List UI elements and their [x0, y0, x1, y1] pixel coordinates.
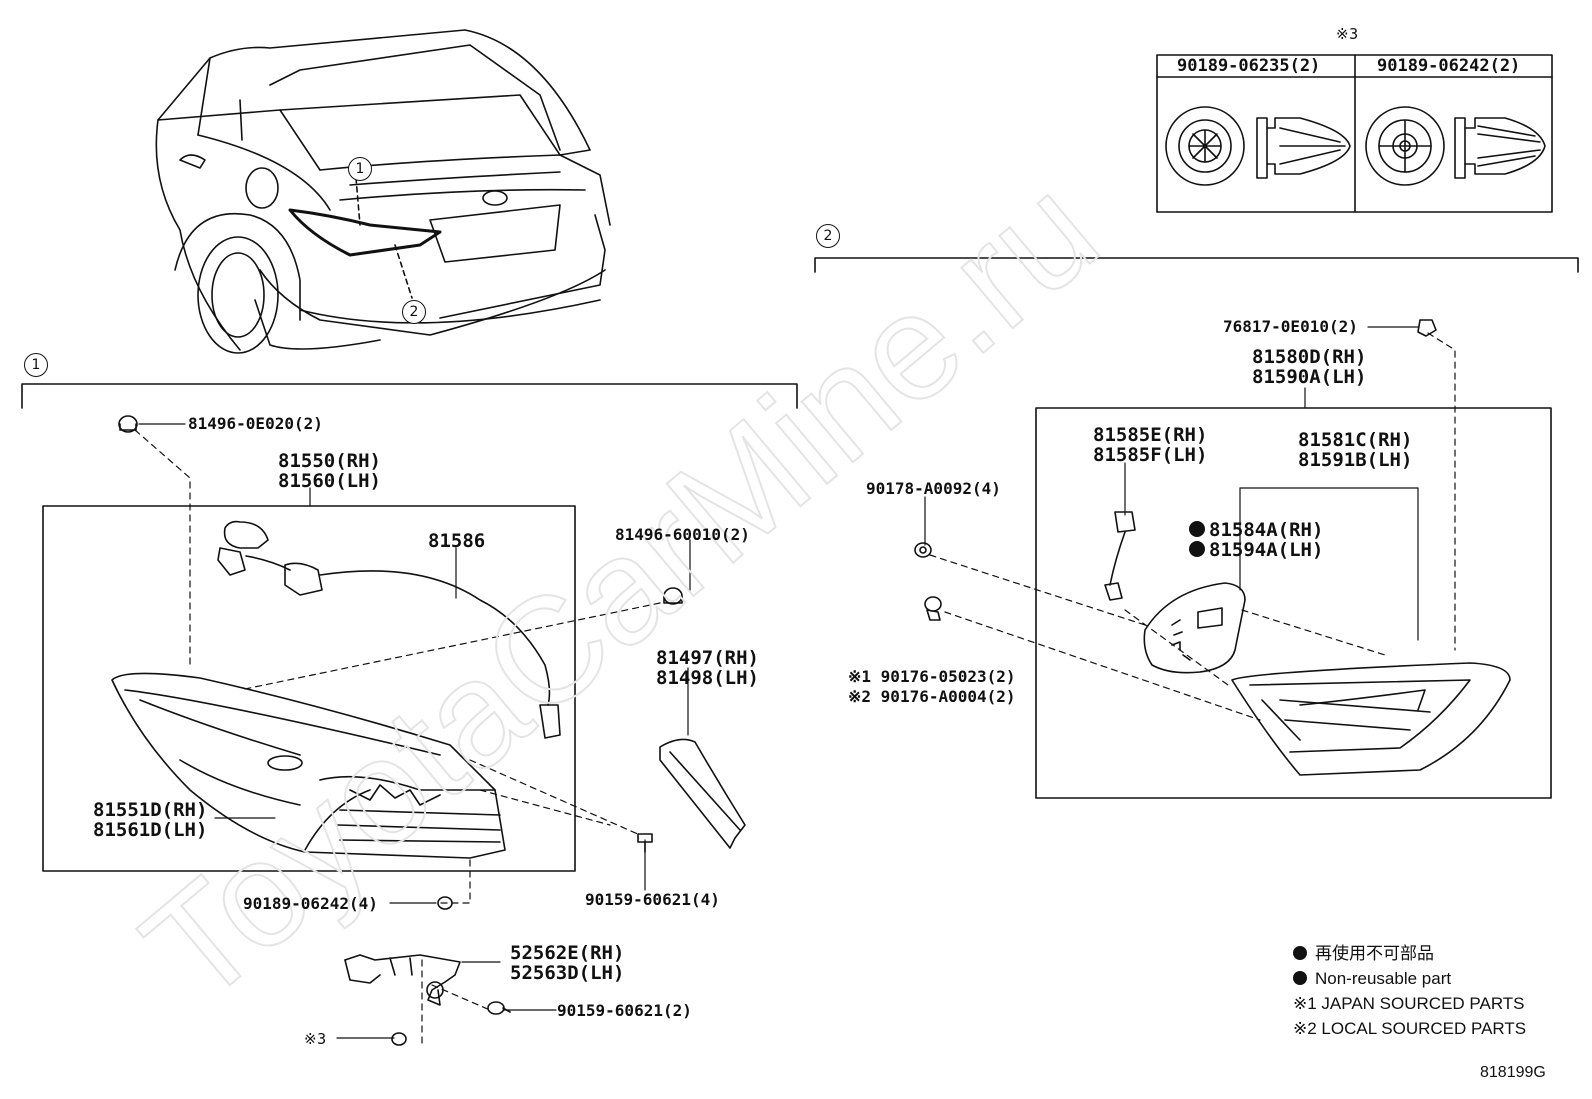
clip-81496-0E020-drawing [118, 415, 138, 433]
legend-note2: ※2 LOCAL SOURCED PARTS [1293, 1019, 1527, 1038]
clip-table-frame [1156, 54, 1553, 213]
cover-81497-drawing [659, 738, 746, 849]
non-reusable-dot [1189, 521, 1205, 537]
bolt-90176-drawing [924, 596, 942, 621]
group2-box [1035, 407, 1552, 799]
part-81551D-rh[interactable]: 81551D(RH) [93, 799, 208, 821]
part-81581C-rh[interactable]: 81581C(RH) [1298, 429, 1413, 451]
part-81580D-rh[interactable]: 81580D(RH) [1252, 346, 1367, 368]
group1-box [42, 505, 576, 872]
part-81584A-rh[interactable]: 81584A(RH) [1189, 520, 1323, 540]
screw-90159-60621-drawing [637, 833, 653, 853]
legend-dot [1293, 946, 1307, 960]
part-90176-A0004[interactable]: ※2 90176-A0004(2) [848, 687, 1016, 706]
part-52562E-rh[interactable]: 52562E(RH) [510, 942, 625, 964]
clip-table-col1[interactable]: 90189-06235(2) [1177, 56, 1321, 76]
group1-bracket [21, 383, 798, 409]
clip-90189-06242-drawing [437, 896, 453, 910]
car-rear-illustration [155, 29, 611, 354]
legend-en-text: Non-reusable part [1315, 969, 1452, 988]
screw-bracket-drawing [487, 1001, 511, 1015]
part-81498-lh[interactable]: 81498(LH) [656, 667, 759, 689]
callout-1-car[interactable]: 1 [348, 157, 372, 181]
part-81586[interactable]: 81586 [428, 530, 486, 552]
part-81591B-lh[interactable]: 81591B(LH) [1298, 449, 1413, 471]
group1-callout: 1 [24, 353, 48, 377]
lamp-unit-81581-drawing [1231, 662, 1511, 776]
mark3-clip-label: ※3 [304, 1030, 327, 1048]
part-90189-06242[interactable]: 90189-06242(4) [243, 894, 378, 913]
clip-06235-drawing [1165, 106, 1351, 186]
nut-90178-drawing [914, 542, 932, 558]
legend-en: Non-reusable part [1293, 966, 1451, 991]
part-81585F-lh[interactable]: 81585F(LH) [1093, 444, 1208, 466]
bracket-52562-drawing [344, 954, 461, 1006]
part-81590A-lh[interactable]: 81590A(LH) [1252, 366, 1367, 388]
part-52563D-lh[interactable]: 52563D(LH) [510, 962, 625, 984]
clip-76817-drawing [1417, 319, 1437, 337]
clip-06242-drawing [1365, 106, 1546, 186]
clip-table-mark: ※3 [1336, 25, 1359, 43]
part-90159-60621-2[interactable]: 90159-60621(2) [557, 1001, 692, 1020]
part-81560-lh[interactable]: 81560(LH) [278, 470, 381, 492]
legend-note1: ※1 JAPAN SOURCED PARTS [1293, 994, 1525, 1013]
wire-81585-drawing [1104, 511, 1136, 601]
tail-lamp-81550-drawing [111, 672, 506, 859]
socket-81584-drawing [1143, 582, 1246, 674]
part-90159-60621-4[interactable]: 90159-60621(4) [585, 890, 720, 909]
callout-2-car[interactable]: 2 [402, 300, 426, 324]
part-76817-0E010[interactable]: 76817-0E010(2) [1223, 317, 1358, 336]
legend-jp-text: 再使用不可部品 [1315, 944, 1434, 963]
non-reusable-dot [1189, 541, 1205, 557]
part-81550-rh[interactable]: 81550(RH) [278, 450, 381, 472]
part-81496-60010[interactable]: 81496-60010(2) [615, 525, 750, 544]
legend-jp: 再使用不可部品 [1293, 941, 1434, 966]
part-81585E-rh[interactable]: 81585E(RH) [1093, 424, 1208, 446]
part-81594A-lh-text: 81594A(LH) [1209, 539, 1324, 561]
part-90178-A0092[interactable]: 90178-A0092(4) [866, 479, 1001, 498]
part-81561D-lh[interactable]: 81561D(LH) [93, 819, 208, 841]
legend-dot [1293, 971, 1307, 985]
part-90176-05023[interactable]: ※1 90176-05023(2) [848, 667, 1016, 686]
part-81497-rh[interactable]: 81497(RH) [656, 647, 759, 669]
part-81594A-lh[interactable]: 81594A(LH) [1189, 540, 1323, 560]
part-81584A-rh-text: 81584A(RH) [1209, 519, 1324, 541]
group2-callout: 2 [816, 224, 840, 248]
drawing-id: 818199G [1480, 1064, 1546, 1081]
group2-bracket [814, 257, 1579, 273]
harness-81586-drawing [217, 520, 561, 739]
clip-81496-60010-drawing [663, 587, 683, 605]
clip-table-col2[interactable]: 90189-06242(2) [1377, 56, 1521, 76]
part-81496-0E020[interactable]: 81496-0E020(2) [188, 414, 323, 433]
